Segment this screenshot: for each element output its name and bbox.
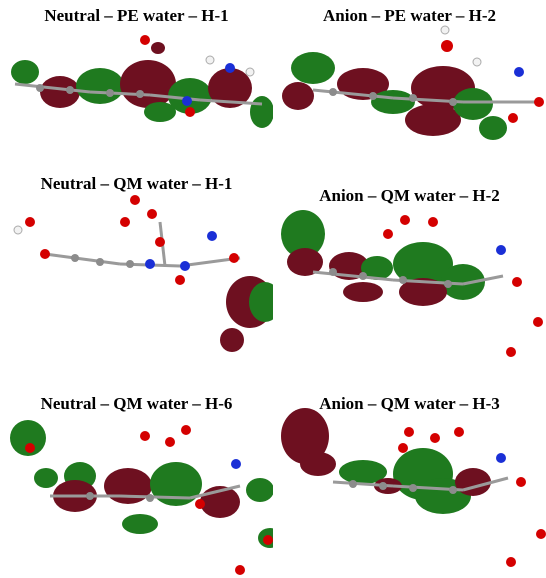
orbital-visualization — [11, 35, 273, 128]
panel-title: Neutral – QM water – H-6 — [40, 394, 233, 413]
atoms — [36, 35, 255, 117]
orbital-lobes — [281, 210, 485, 306]
molecule-skeleton — [50, 484, 241, 500]
panel-title: Neutral – QM water – H-1 — [40, 174, 233, 193]
panel-anion-qm-h3: Anion – QM water – H-3 — [273, 386, 546, 578]
panel-anion-pe-h2: Anion – PE water – H-2 — [273, 0, 546, 192]
panel-title: Anion – QM water – H-3 — [319, 394, 500, 413]
panel-neutral-pe-h1: Neutral – PE water – H-1 — [0, 0, 273, 192]
panel-title: Anion – QM water – H-2 — [319, 186, 500, 205]
orbital-lobes — [220, 276, 273, 352]
atoms — [329, 215, 543, 357]
panel-title: Neutral – PE water – H-1 — [44, 6, 229, 25]
atoms — [13, 195, 239, 285]
orbital-visualization — [281, 210, 543, 357]
panel-neutral-qm-h6: Neutral – QM water – H-6 — [0, 386, 273, 578]
orbital-lobes — [282, 52, 507, 140]
panel-anion-qm-h2: Anion – QM water – H-2 — [273, 186, 546, 384]
panel-neutral-qm-h1: Neutral – QM water – H-1 — [0, 174, 273, 384]
orbital-visualization — [281, 408, 546, 567]
atoms — [25, 425, 273, 575]
orbital-visualization — [10, 420, 273, 575]
atoms — [329, 25, 544, 123]
orbital-lobes — [281, 408, 491, 514]
panel-title: Anion – PE water – H-2 — [323, 6, 496, 25]
atoms — [349, 427, 546, 567]
orbital-visualization — [13, 195, 273, 352]
orbital-lobes — [11, 42, 273, 128]
orbital-visualization — [282, 25, 544, 140]
